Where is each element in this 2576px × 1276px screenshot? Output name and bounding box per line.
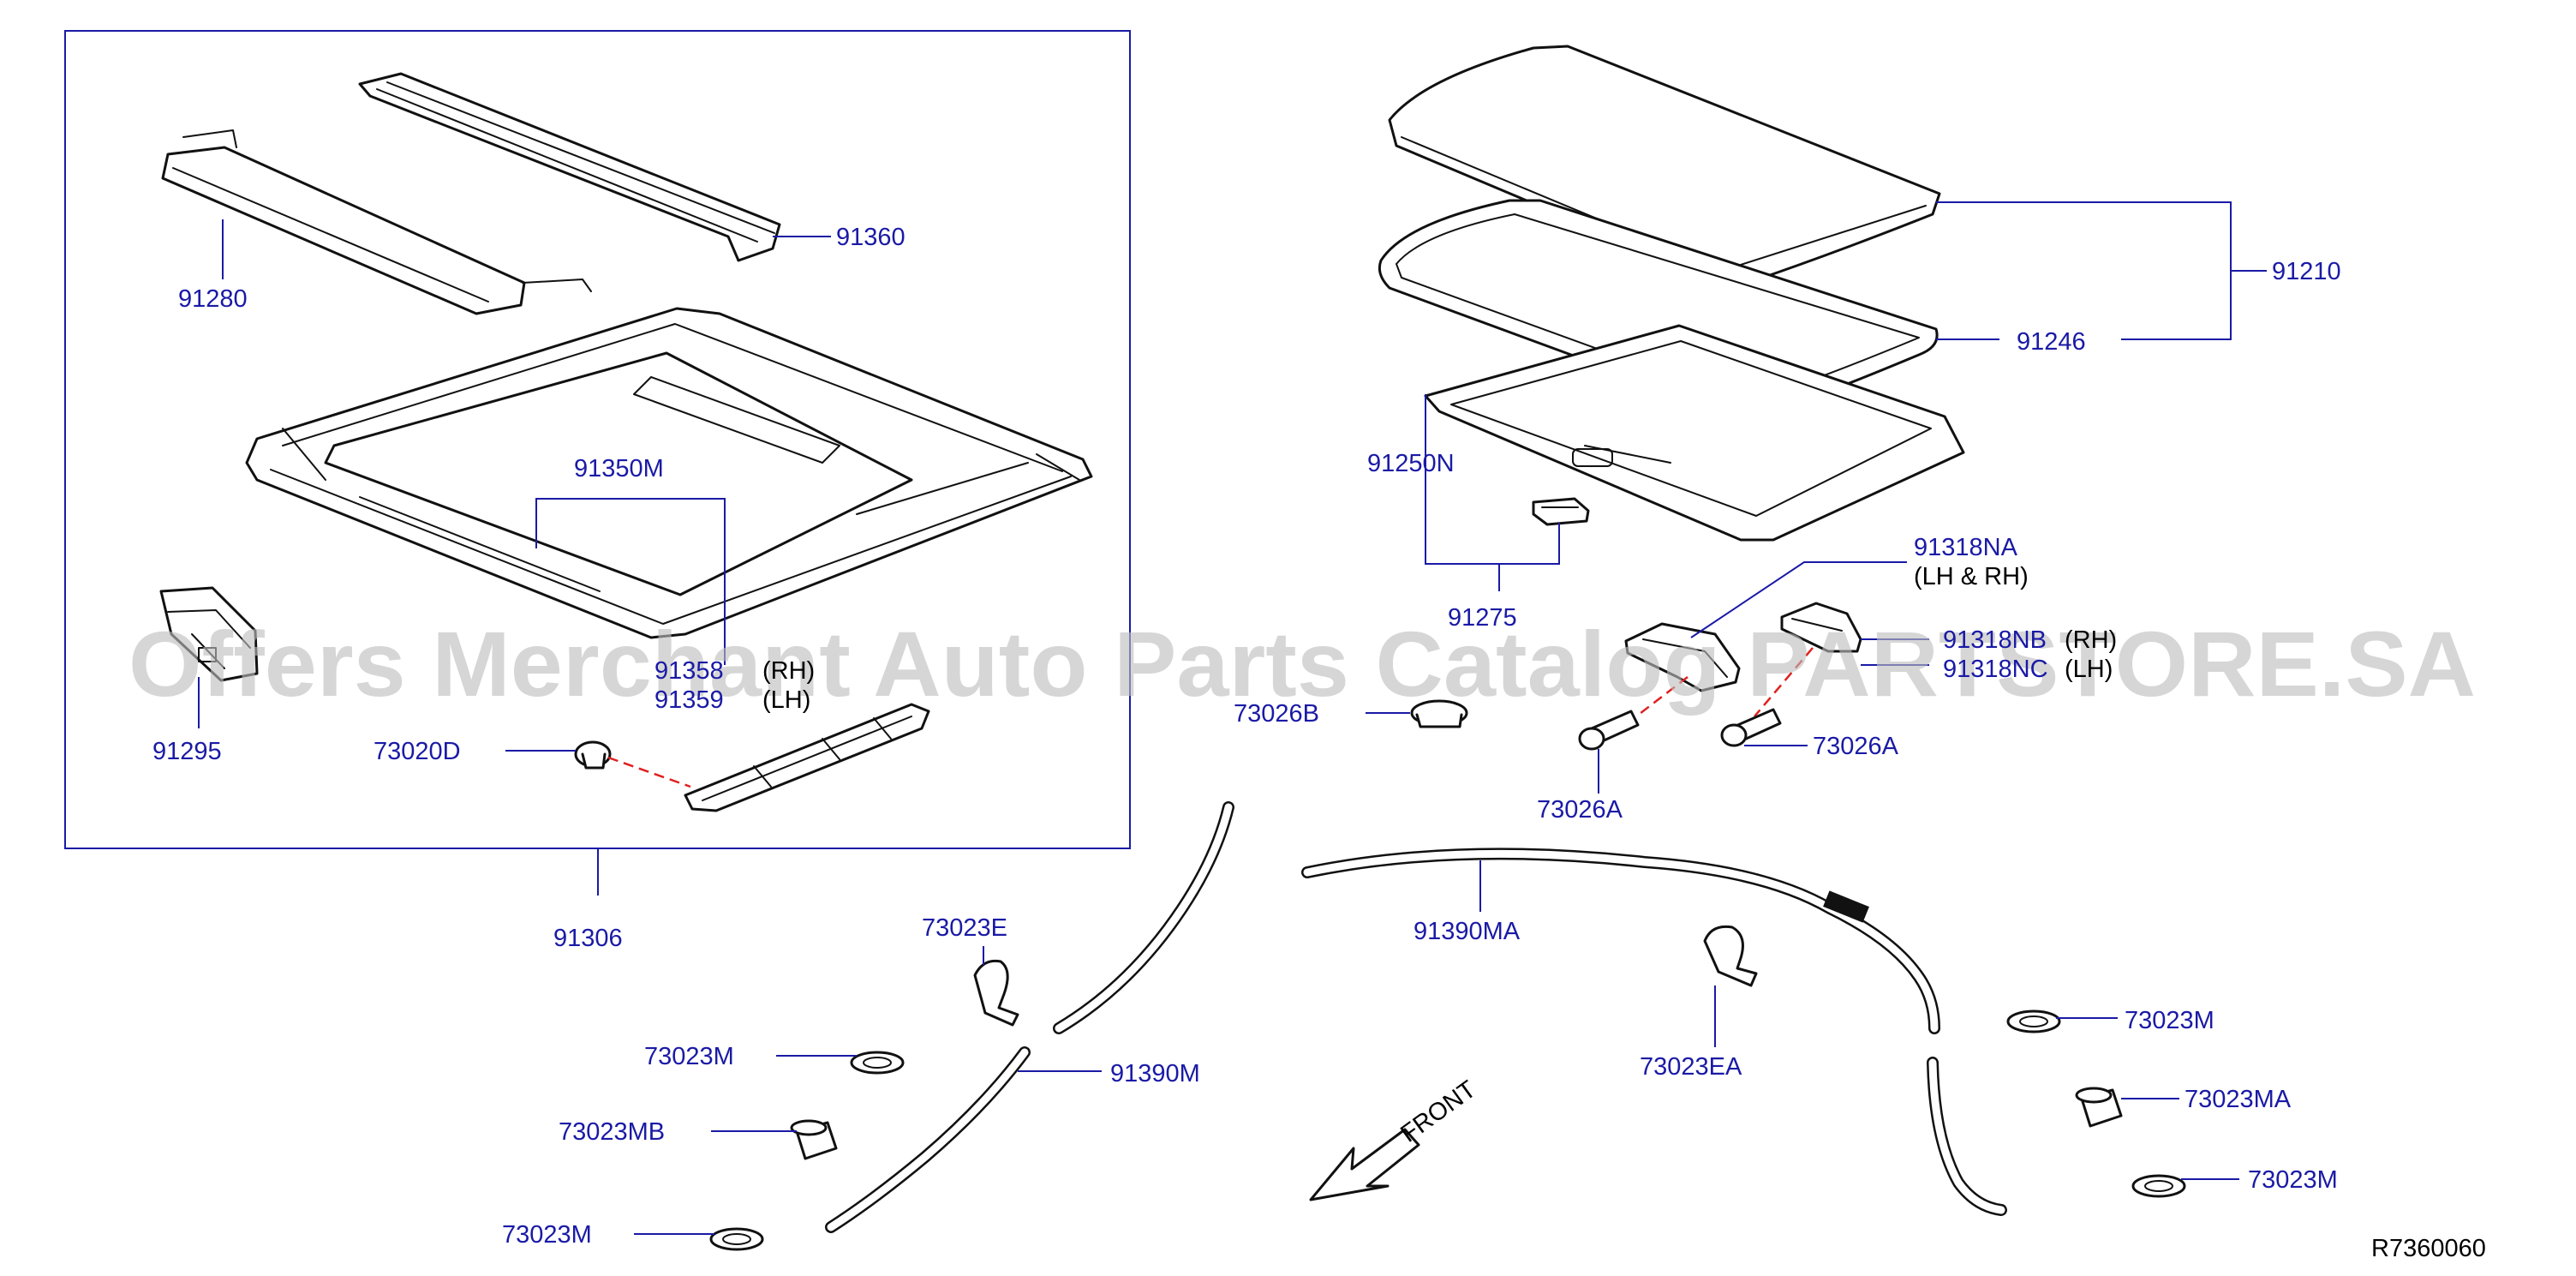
- part-91358-rail: [684, 703, 930, 812]
- callout-73023MB[interactable]: 73023MB: [559, 1118, 665, 1146]
- part-91280-sunshade: [161, 129, 592, 315]
- callout-73023E[interactable]: 73023E: [922, 914, 1007, 942]
- callout-91360[interactable]: 91360: [836, 224, 905, 251]
- part-73023MA-fastener: [2075, 1087, 2123, 1128]
- note-91318NA-lh-rh: (LH & RH): [1914, 563, 2029, 590]
- note-91359-lh: (LH): [762, 686, 810, 714]
- callout-73023M-2[interactable]: 73023M: [502, 1221, 592, 1249]
- callout-91358[interactable]: 91358: [654, 657, 724, 685]
- callout-91390MA[interactable]: 91390MA: [1414, 918, 1521, 945]
- callout-91250N[interactable]: 91250N: [1367, 450, 1455, 477]
- part-73023M-grommets: [709, 1009, 2186, 1251]
- part-91390MA-hose: [1301, 848, 2007, 1216]
- callout-91359[interactable]: 91359: [654, 686, 724, 714]
- callout-91318NC[interactable]: 91318NC: [1943, 656, 2048, 683]
- callout-73026A-bottom[interactable]: 73026A: [1537, 796, 1623, 824]
- part-91360-rail: [358, 72, 781, 262]
- part-73023E-clip: [973, 959, 1019, 1027]
- callout-91306[interactable]: 91306: [553, 925, 623, 952]
- note-91318NB-rh: (RH): [2065, 626, 2117, 654]
- callout-73023M-1[interactable]: 73023M: [644, 1043, 734, 1070]
- callout-73026B[interactable]: 73026B: [1234, 700, 1319, 728]
- callout-91318NA[interactable]: 91318NA: [1914, 534, 2018, 561]
- callout-73023MA[interactable]: 73023MA: [2185, 1086, 2292, 1113]
- callout-91210[interactable]: 91210: [2272, 258, 2341, 285]
- part-91250N-panel: [1424, 324, 1965, 542]
- callout-73023EA[interactable]: 73023EA: [1640, 1053, 1742, 1081]
- part-91390M-hose: [825, 801, 1234, 1233]
- callout-91350M[interactable]: 91350M: [574, 455, 664, 482]
- part-73026A-bolts: [1578, 708, 1782, 751]
- front-arrow-icon: [1309, 1128, 1420, 1201]
- note-91358-rh: (RH): [762, 657, 815, 685]
- callout-73023M-4[interactable]: 73023M: [2248, 1166, 2338, 1194]
- front-label: FRONT: [1396, 1075, 1481, 1148]
- part-73020D-bolt: [574, 740, 691, 788]
- part-91275-clip: [1532, 497, 1590, 526]
- part-91318N-brackets: [1624, 602, 1862, 717]
- diagram-code: R7360060: [2371, 1235, 2486, 1262]
- part-73026B-grommet: [1410, 699, 1468, 728]
- group-frame-91306: [64, 30, 1131, 896]
- part-91350M-frame: [245, 307, 1093, 639]
- callout-73020D[interactable]: 73020D: [374, 738, 461, 765]
- part-73023EA-clip: [1703, 925, 1758, 987]
- callout-91295[interactable]: 91295: [152, 738, 222, 765]
- note-91318NC-lh: (LH): [2065, 656, 2113, 683]
- callout-91318NB[interactable]: 91318NB: [1943, 626, 2047, 654]
- callout-73026A-right[interactable]: 73026A: [1813, 733, 1899, 760]
- watermark-text: Offers Merchant Auto Parts Catalog PARTS…: [129, 612, 2476, 716]
- leader-lines: [198, 201, 2267, 1235]
- callout-91390M[interactable]: 91390M: [1110, 1060, 1200, 1087]
- callout-91275[interactable]: 91275: [1448, 604, 1517, 632]
- part-91295-motor: [159, 586, 259, 682]
- callout-91280[interactable]: 91280: [178, 285, 248, 313]
- part-73023MB-fastener: [790, 1119, 838, 1160]
- callout-73023M-3[interactable]: 73023M: [2125, 1007, 2214, 1034]
- callout-91246[interactable]: 91246: [2017, 328, 2086, 356]
